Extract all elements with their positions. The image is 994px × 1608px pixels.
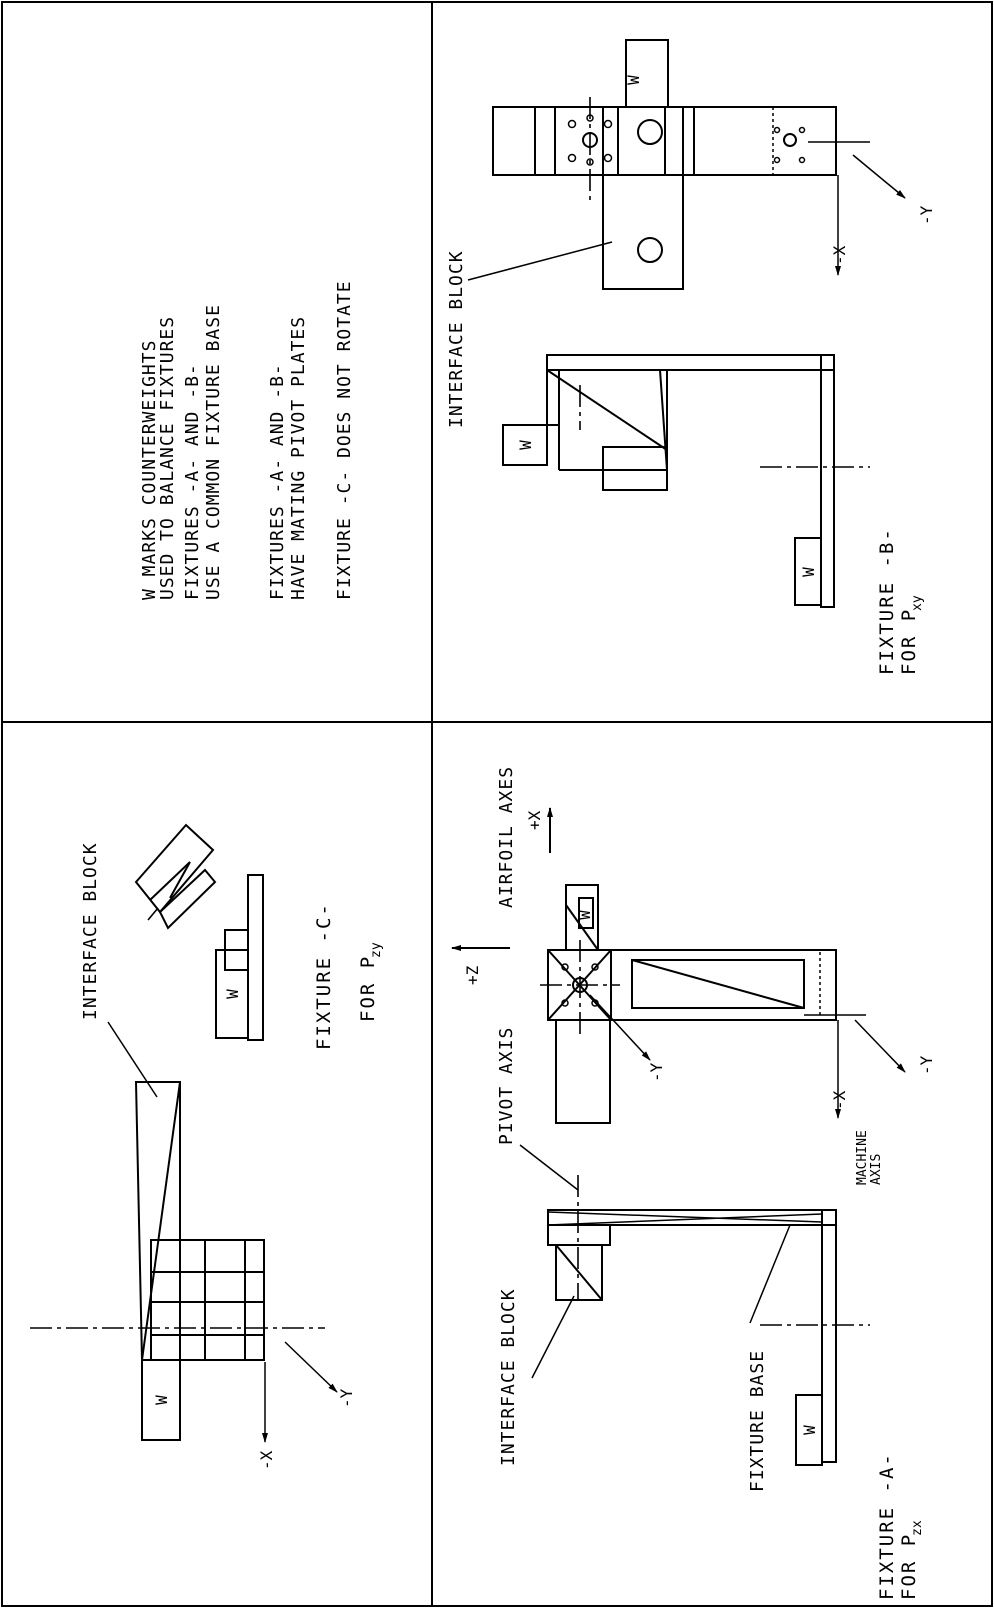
counterweight-label-b-side: W xyxy=(516,440,535,450)
fixture-c: INTERFACE BLOCK W -X -Y W xyxy=(30,823,384,1470)
airfoil-axes-label: AIRFOIL AXES xyxy=(496,766,517,908)
fixture-a-title-subscript: zx xyxy=(910,1520,925,1536)
machine-axis-label-line2: AXIS xyxy=(869,1154,884,1185)
fixture-a-title-line2: FOR P xyxy=(898,1533,920,1600)
fixture-base-label: FIXTURE BASE xyxy=(747,1350,768,1492)
axis-label-inner-minus-y: -Y xyxy=(647,1062,666,1082)
counterweight-label-b-top: W xyxy=(624,75,643,85)
machine-axis-label-line1: MACHINE xyxy=(855,1130,870,1185)
notes-block: W MARKS COUNTERWEIGHTS USED TO BALANCE F… xyxy=(139,280,355,600)
fixture-c-body: W -X -Y xyxy=(30,1081,356,1470)
counterweight-b-base xyxy=(794,537,822,606)
fixture-b-title-line2: FOR P xyxy=(898,608,920,675)
axis-label-plus-x: +X xyxy=(525,810,544,830)
axis-label-plus-z: +Z xyxy=(463,965,482,985)
counterweight-a-base xyxy=(795,1394,823,1466)
fixture-c-side-view: W xyxy=(134,823,264,1041)
counterweight-a-top xyxy=(578,897,594,929)
fixture-b-title: FIXTURE -B- FOR P xy xyxy=(876,527,925,675)
fixture-b: W -X -Y INTERFACE BLOCK xyxy=(446,39,936,675)
fixture-b-title-line1: FIXTURE -B- xyxy=(876,527,898,675)
fixture-a-title: FIXTURE -A- FOR P zx xyxy=(876,1452,925,1600)
axis-label-b-minus-y: -Y xyxy=(917,205,936,225)
fixture-c-title: FIXTURE -C- FOR P zy xyxy=(313,902,384,1050)
counterweight-label-c-side: W xyxy=(223,989,242,999)
fixture-c-title-line2: FOR P xyxy=(357,955,379,1022)
leader-a-interface xyxy=(531,1295,575,1379)
axis-label-b-minus-x: -X xyxy=(830,245,849,265)
note-line-6: HAVE MATING PIVOT PLATES xyxy=(288,316,309,600)
counterweight-b-side xyxy=(502,424,548,466)
note-line-7: FIXTURE -C- DOES NOT ROTATE xyxy=(334,280,355,600)
leader-b-interface xyxy=(467,241,613,281)
note-line-5: FIXTURES -A- AND -B- xyxy=(267,363,288,600)
fixture-a-title-line1: FIXTURE -A- xyxy=(876,1452,898,1600)
note-line-2: USED TO BALANCE FIXTURES xyxy=(157,316,178,600)
counterweight-c-lower xyxy=(141,1359,181,1441)
note-line-4: USE A COMMON FIXTURE BASE xyxy=(203,304,224,600)
counterweight-label-c-lower: W xyxy=(152,1395,171,1405)
note-line-3: FIXTURES -A- AND -B- xyxy=(182,363,203,600)
axis-label-c-minus-y: -Y xyxy=(337,1388,356,1408)
fixture-b-side-view: W W xyxy=(502,354,870,608)
counterweight-label-a-base: W xyxy=(800,1425,819,1435)
note-line-1: W MARKS COUNTERWEIGHTS xyxy=(139,340,160,600)
leader-c-interface xyxy=(107,1021,158,1098)
axis-label-a-minus-x: -X xyxy=(830,1090,849,1110)
leader-pivot-axis xyxy=(519,1144,579,1191)
machine-axis-label: MACHINE AXIS xyxy=(855,1130,884,1185)
axis-label-c-minus-x: -X xyxy=(257,1450,276,1470)
fixture-c-title-line1: FIXTURE -C- xyxy=(313,902,335,1050)
fixture-a-top-view: +X +Z W -Y xyxy=(451,807,936,1185)
fixture-b-top-view: W -X -Y xyxy=(492,39,936,290)
pivot-axis-label: PIVOT AXIS xyxy=(496,1027,517,1145)
leader-fixture-base xyxy=(749,1224,791,1324)
counterweight-b-top xyxy=(625,39,669,108)
fixture-a-side-view: W xyxy=(547,1175,870,1466)
fixture-a: AIRFOIL AXES +X +Z W -Y xyxy=(451,766,936,1600)
counterweight-label-b-base: W xyxy=(799,567,818,577)
fixture-b-title-subscript: xy xyxy=(910,595,925,611)
interface-block-label-b: INTERFACE BLOCK xyxy=(446,250,467,428)
axis-label-a-minus-y: -Y xyxy=(917,1055,936,1075)
interface-block-label-a: INTERFACE BLOCK xyxy=(498,1288,519,1466)
counterweight-c-side xyxy=(215,949,249,1039)
fixture-c-title-subscript: zy xyxy=(369,942,384,958)
interface-block-label-c: INTERFACE BLOCK xyxy=(80,842,101,1020)
counterweight-label-a-top: W xyxy=(575,910,594,920)
